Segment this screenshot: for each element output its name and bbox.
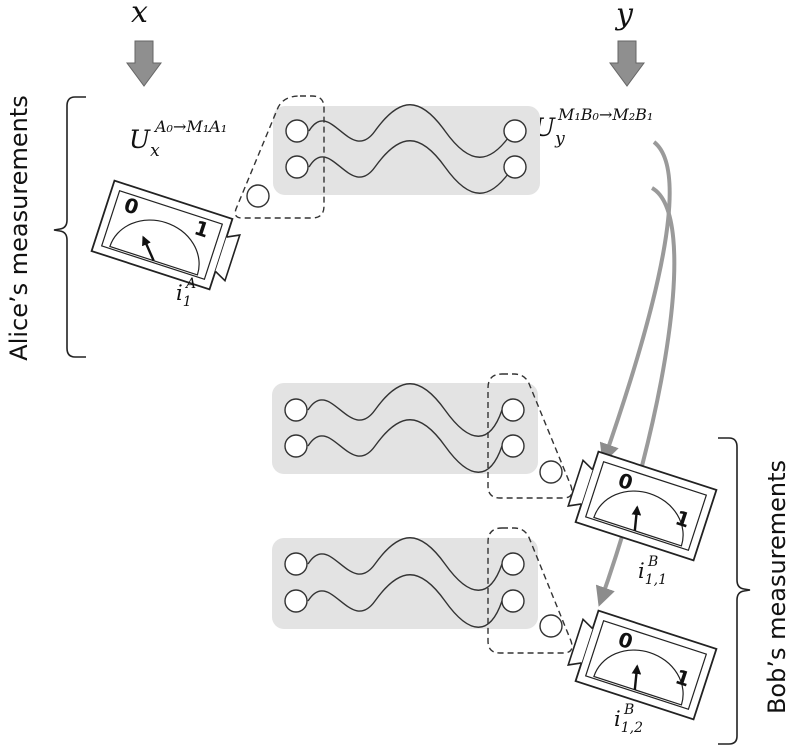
- qubit-node: [284, 552, 308, 576]
- qubit-node: [501, 398, 525, 422]
- alice-unitary-label: UxA₀→M₁A₁: [129, 117, 227, 161]
- bob-brace: [718, 437, 751, 745]
- input-x-label: x: [131, 0, 148, 30]
- bob-outcome-label-2: i1,2B: [614, 702, 643, 736]
- qubit-node: [501, 434, 525, 458]
- feedforward-arrow: [599, 140, 672, 464]
- bob-register-outline: [487, 373, 573, 499]
- alice-brace-label: Alice’s measurements: [5, 95, 33, 360]
- qubit-node: [284, 434, 308, 458]
- alice-brace: [53, 96, 86, 358]
- input-x-arrow: [126, 40, 162, 87]
- shared-state-box: [273, 106, 540, 195]
- shared-state-box: [272, 538, 538, 629]
- entanglement-wire: [307, 383, 503, 437]
- alice-register-outline: [234, 95, 325, 219]
- input-y-label: y: [614, 0, 634, 32]
- entanglement-wire: [307, 574, 503, 628]
- entanglement-wire: [308, 104, 514, 158]
- alice-meter: 0 1: [90, 179, 241, 291]
- entanglement-wire: [307, 419, 503, 473]
- bob-register-outline: [487, 527, 573, 654]
- qubit-node: [503, 119, 527, 143]
- alice-outcome-label: i1A: [176, 276, 196, 310]
- qubit-node: [503, 155, 527, 179]
- bob-unitary-label: UyM₁B₀→M₂B₁: [534, 105, 653, 149]
- qubit-node: [285, 119, 309, 143]
- bob-outcome-label-1: i1,1B: [638, 554, 667, 588]
- bob-brace-label: Bob’s measurements: [763, 460, 791, 714]
- qubit-node: [246, 184, 270, 208]
- bob-system-2: [272, 527, 573, 654]
- shared-state-box: [272, 383, 538, 474]
- entanglement-wire: [308, 140, 514, 194]
- qubit-node: [539, 460, 563, 484]
- entanglement-wire: [307, 537, 503, 591]
- qubit-node: [501, 552, 525, 576]
- qubit-node: [285, 155, 309, 179]
- qubit-node: [284, 398, 308, 422]
- qubit-node: [539, 614, 563, 638]
- bob-meter-2: 0 1: [567, 609, 718, 721]
- qubit-node: [501, 589, 525, 613]
- alice-system: [234, 95, 540, 219]
- bob-system-1: [272, 373, 573, 499]
- bob-meter-1: 0 1: [567, 450, 718, 562]
- input-y-arrow: [609, 40, 645, 87]
- qubit-node: [284, 589, 308, 613]
